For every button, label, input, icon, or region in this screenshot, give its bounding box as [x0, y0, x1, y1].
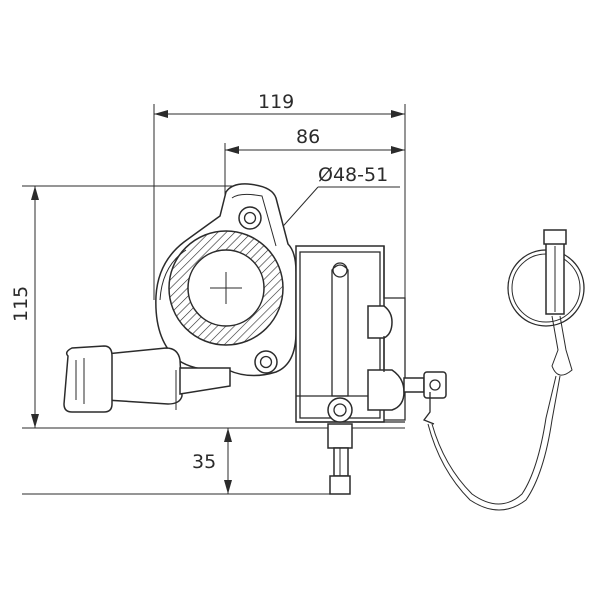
arrow-up-icon — [31, 186, 39, 200]
side-pin-eye — [429, 379, 441, 391]
dimension-label-35: 35 — [192, 451, 216, 473]
pin-head — [329, 475, 351, 495]
locking-pin — [327, 423, 353, 495]
dimension-119: 119 — [153, 91, 406, 300]
release-pin-clip — [551, 315, 573, 376]
cable-clip — [422, 392, 435, 425]
dimension-label-119: 119 — [258, 91, 294, 113]
release-pin-cap — [543, 229, 567, 245]
bottom-bolt-icon — [254, 350, 278, 374]
plate-bolt-icon — [327, 397, 353, 423]
quick-release-pin — [507, 229, 585, 376]
dimension-label-115: 115 — [10, 286, 32, 322]
handle-grip-lines — [75, 358, 85, 404]
arrow-right-icon — [391, 146, 405, 154]
handle-shaft — [105, 347, 183, 405]
arrow-left-icon — [154, 110, 168, 118]
handle-grip — [63, 345, 113, 413]
pin-nut — [327, 423, 353, 449]
side-pin-shaft — [403, 377, 425, 393]
lower-lug — [367, 369, 405, 411]
dimension-label-86: 86 — [296, 126, 320, 148]
top-bolt-icon — [238, 206, 262, 230]
arrow-left-icon — [225, 146, 239, 154]
top-bolt-hole — [243, 211, 257, 225]
arrow-down-icon — [31, 414, 39, 428]
upper-lug — [367, 305, 393, 339]
dimension-label-diameter: Ø48-51 — [318, 164, 388, 186]
plate-right-flange — [383, 246, 406, 421]
coupler-clamp — [155, 183, 297, 377]
plate-bolt-hole — [333, 403, 347, 417]
plate-slot — [331, 264, 349, 397]
mounting-plate — [295, 245, 406, 423]
side-pin-assembly — [403, 371, 447, 425]
dimension-35: 35 — [22, 428, 340, 495]
cable-inner — [431, 375, 557, 505]
arrow-up-icon — [224, 428, 232, 442]
bottom-bolt-hole — [259, 355, 273, 369]
handle-lever — [179, 367, 231, 395]
dimension-86: 86 — [224, 126, 405, 250]
clamp-handle — [63, 345, 231, 413]
side-pin-ring-holder — [423, 371, 447, 399]
arrow-down-icon — [224, 480, 232, 494]
cable-outer — [427, 375, 561, 511]
pin-shaft — [333, 447, 349, 477]
slot-top-hole — [332, 262, 348, 278]
lanyard-cable — [427, 375, 561, 511]
arrow-right-icon — [391, 110, 405, 118]
